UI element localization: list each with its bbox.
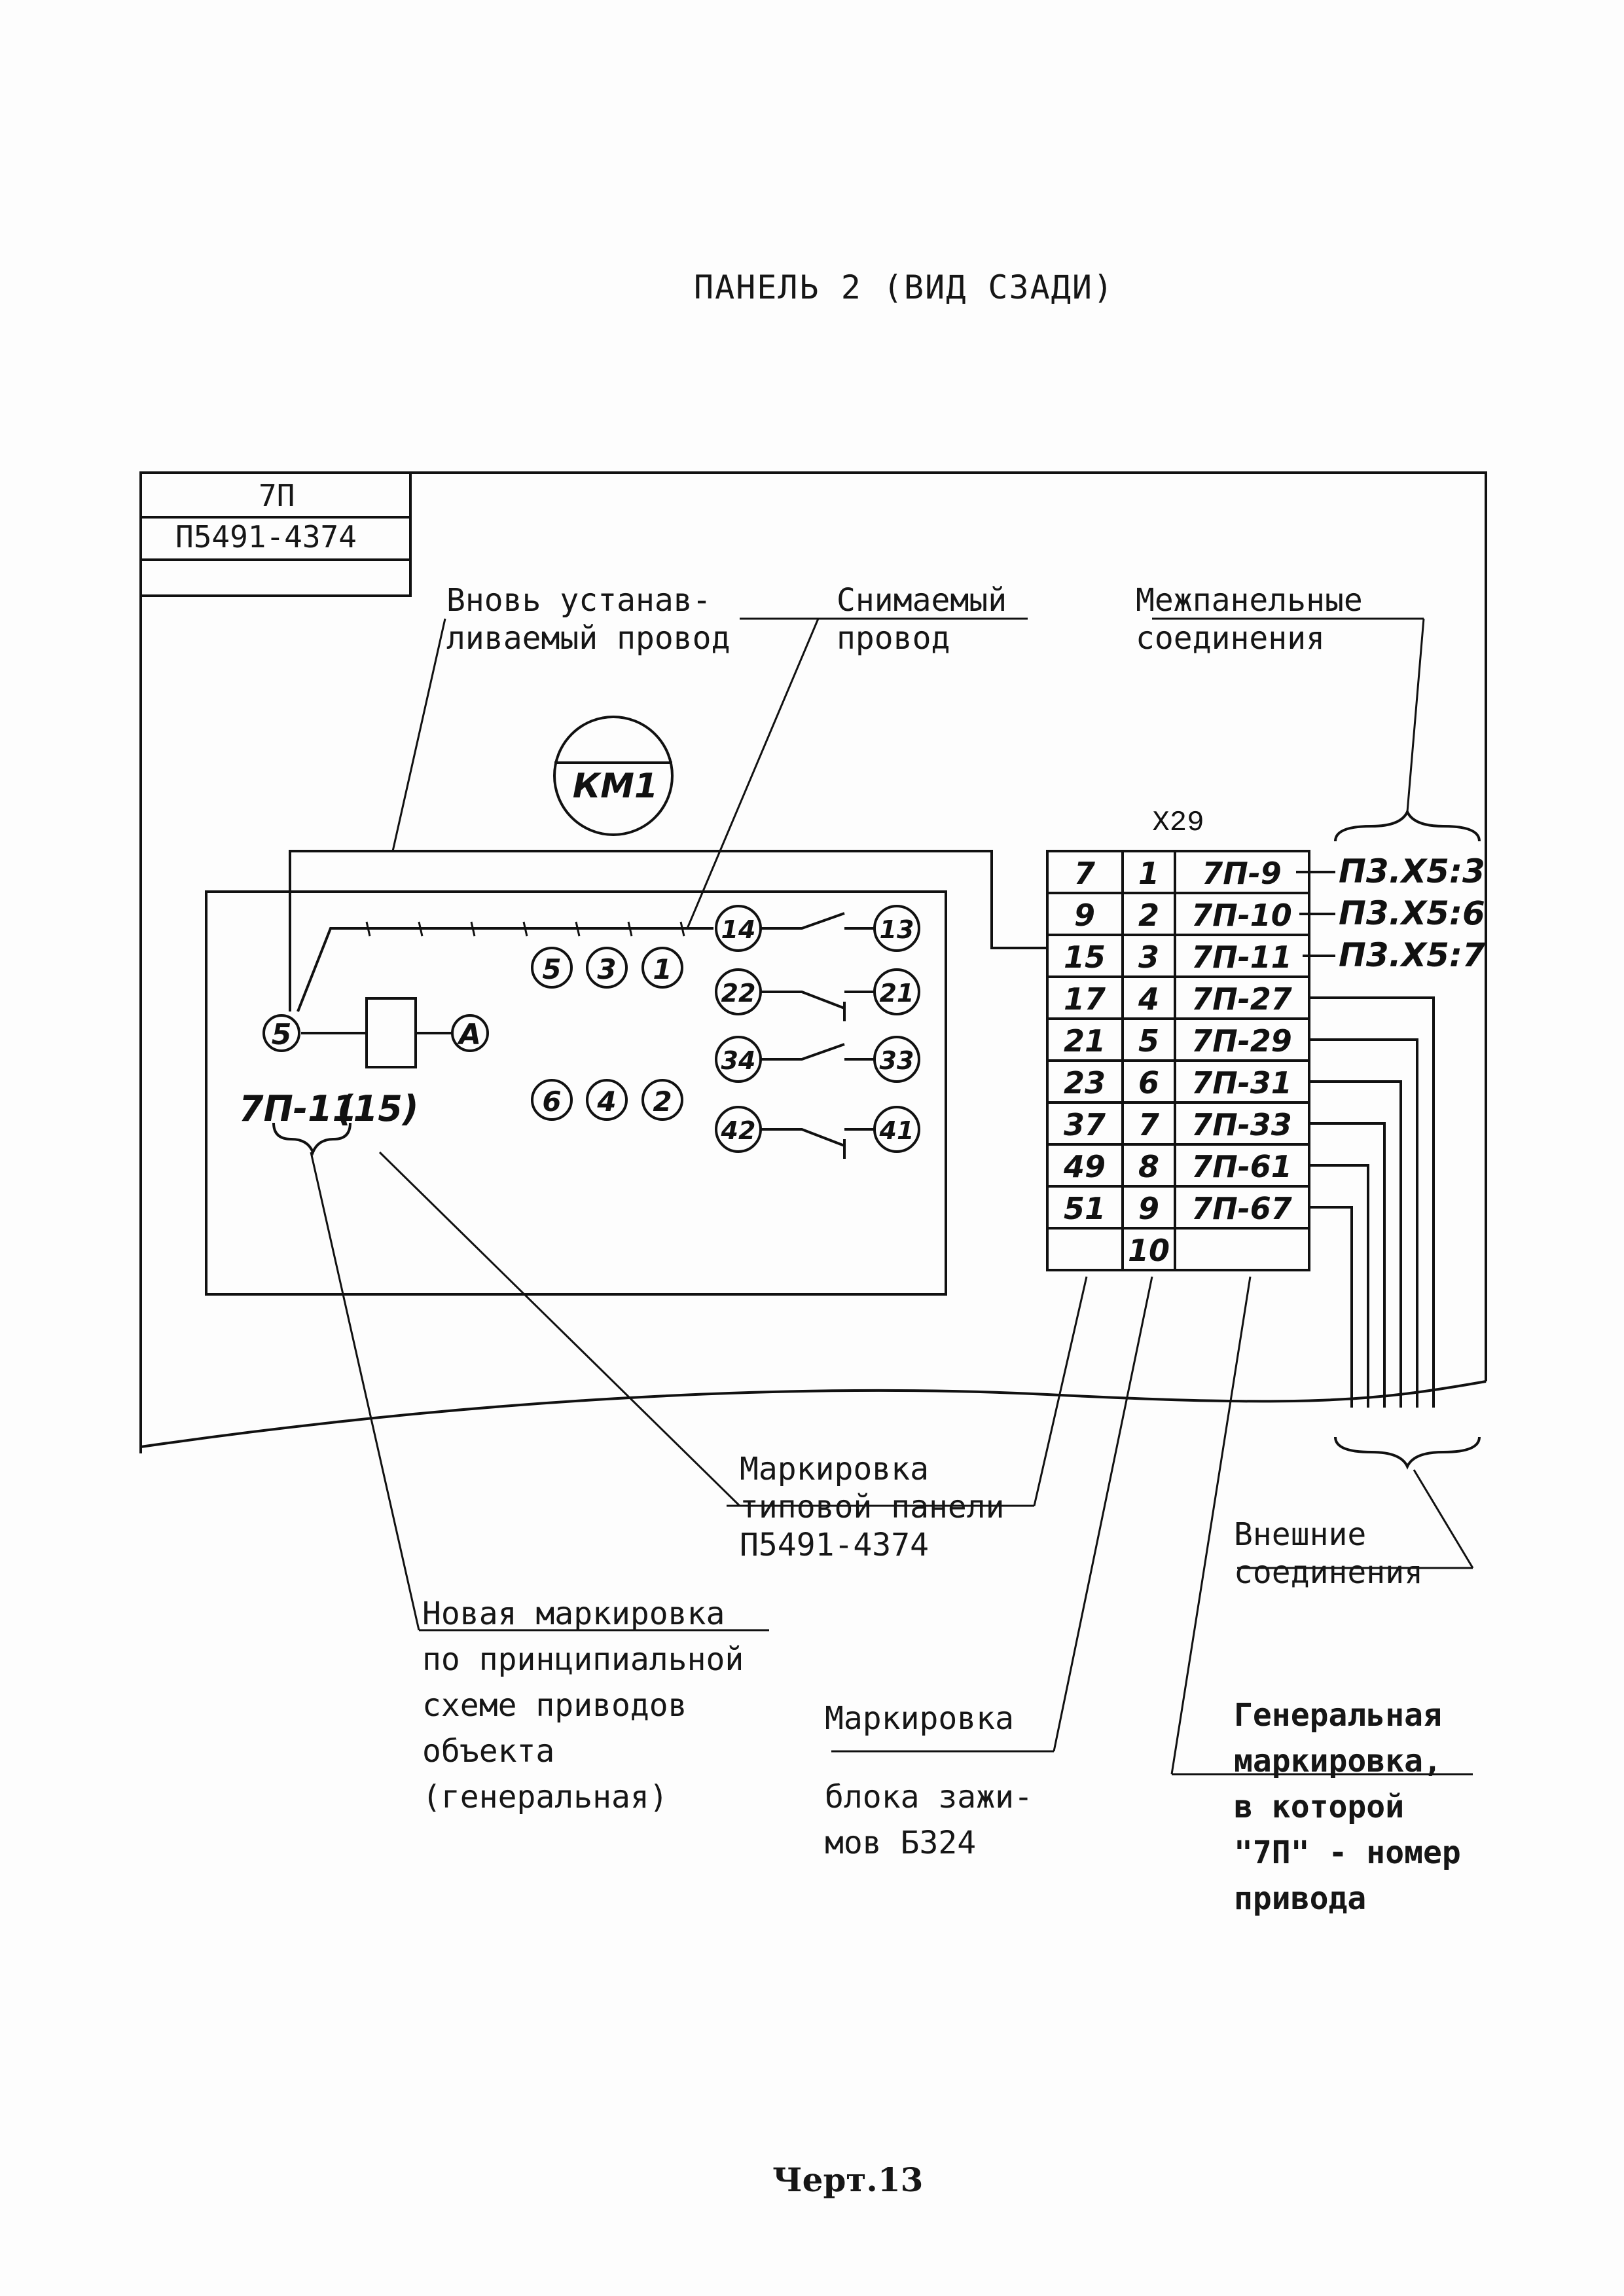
- terminal-general-cell: 7П-61: [1191, 1149, 1292, 1184]
- terminal-row-lines: [1047, 892, 1309, 1230]
- interpanel-target: П3.Х5:6: [1339, 894, 1485, 932]
- label-new-wire: Вновь устанав-ливаемый провод: [446, 582, 731, 657]
- main-contact-label: 4: [596, 1085, 616, 1118]
- main-contact-1: [641, 947, 683, 989]
- terminal-block-name: X29: [1152, 807, 1204, 839]
- aux-contact-label: 22: [721, 979, 756, 1008]
- terminal-num-cell: 1: [1138, 856, 1159, 891]
- main-contact-label: 6: [542, 1085, 561, 1118]
- terminal-panel-cell: 37: [1064, 1107, 1106, 1142]
- coil-right-label: А: [457, 1018, 481, 1051]
- terminal-general-cell: 7П-31: [1191, 1065, 1292, 1101]
- interpanel-target: П3.Х5:7: [1339, 936, 1485, 974]
- main-contact-3: [586, 947, 628, 989]
- main-contact-5: [531, 947, 573, 989]
- new-marking-brace: [272, 1122, 352, 1156]
- new-wire: [289, 850, 1047, 1011]
- main-contact-label: 3: [597, 953, 616, 985]
- terminal-general-cell: 7П-33: [1191, 1107, 1292, 1142]
- interpanel-target: П3.Х5:3: [1339, 852, 1485, 890]
- main-contact-6: [531, 1079, 573, 1121]
- terminal-panel-cell: 51: [1064, 1191, 1106, 1226]
- terminal-general-cell: 7П-10: [1191, 898, 1292, 933]
- terminal-general-cell: 7П-11: [1191, 939, 1292, 975]
- stamp-line-2: П5491-4374: [175, 519, 357, 555]
- coil-terminal-a: [451, 1014, 489, 1052]
- relay-panel: [205, 890, 947, 1296]
- terminal-num-cell: 5: [1138, 1023, 1159, 1059]
- external-brace: [1334, 1436, 1481, 1470]
- terminal-num-cell: 3: [1138, 939, 1159, 975]
- panel-frame: [141, 471, 1487, 1381]
- main-contact-2: [641, 1079, 683, 1121]
- terminal-num-cell: 9: [1138, 1191, 1159, 1226]
- terminal-num-cell: 7: [1138, 1107, 1159, 1142]
- terminal-panel-cell: 17: [1064, 981, 1106, 1017]
- relay-marking-old: (15): [337, 1088, 419, 1129]
- coil-box: [365, 997, 417, 1068]
- terminal-panel-cell: 23: [1064, 1065, 1106, 1101]
- aux-contact-label: 14: [721, 915, 756, 944]
- page-title: ПАНЕЛЬ 2 (ВИД СЗАДИ): [694, 268, 1115, 306]
- aux-contact-label: 41: [879, 1116, 914, 1145]
- terminal-general-cell: 7П-27: [1191, 981, 1292, 1017]
- terminal-panel-cell: 7: [1074, 856, 1095, 891]
- interpanel-brace: [1334, 809, 1481, 842]
- terminal-num-cell: 2: [1138, 898, 1159, 933]
- terminal-panel-cell: 9: [1074, 898, 1095, 933]
- terminal-general-cell: 7П-9: [1202, 856, 1282, 891]
- aux-contact-label: 33: [880, 1046, 914, 1075]
- terminal-general-cell: 7П-29: [1191, 1023, 1292, 1059]
- terminal-panel-cell: 49: [1063, 1149, 1106, 1184]
- main-contact-4: [586, 1079, 628, 1121]
- terminal-num-cell: 10: [1128, 1233, 1170, 1268]
- terminal-num-cell: 4: [1138, 981, 1159, 1017]
- aux-contact-label: 34: [721, 1046, 756, 1075]
- drawing-number: Черт.13: [772, 2160, 924, 2199]
- aux-contact-label: 21: [880, 979, 914, 1008]
- relay-km1-symbol: [553, 716, 674, 836]
- coil-terminal-5: [262, 1014, 300, 1052]
- relay-marking-new: 7П-11: [239, 1088, 357, 1129]
- terminal-panel-cell: 21: [1064, 1023, 1106, 1059]
- relay-name: КМ1: [573, 767, 658, 806]
- break-line: [140, 1380, 1487, 1448]
- main-contact-label: 2: [653, 1085, 672, 1118]
- terminal-num-cell: 8: [1138, 1149, 1159, 1184]
- aux-contact-label: 42: [721, 1116, 756, 1145]
- main-contact-label: 5: [542, 953, 561, 985]
- main-contact-label: 1: [653, 953, 672, 985]
- coil-left-label: 5: [272, 1018, 292, 1051]
- terminal-general-cell: 7П-67: [1191, 1191, 1292, 1226]
- terminal-panel-cell: 15: [1064, 939, 1106, 975]
- stamp-box: [139, 471, 412, 597]
- aux-contact-label: 13: [880, 915, 914, 944]
- stamp-line-1: 7П: [259, 478, 295, 513]
- terminal-num-cell: 6: [1138, 1065, 1159, 1101]
- removed-wire: [297, 927, 713, 1012]
